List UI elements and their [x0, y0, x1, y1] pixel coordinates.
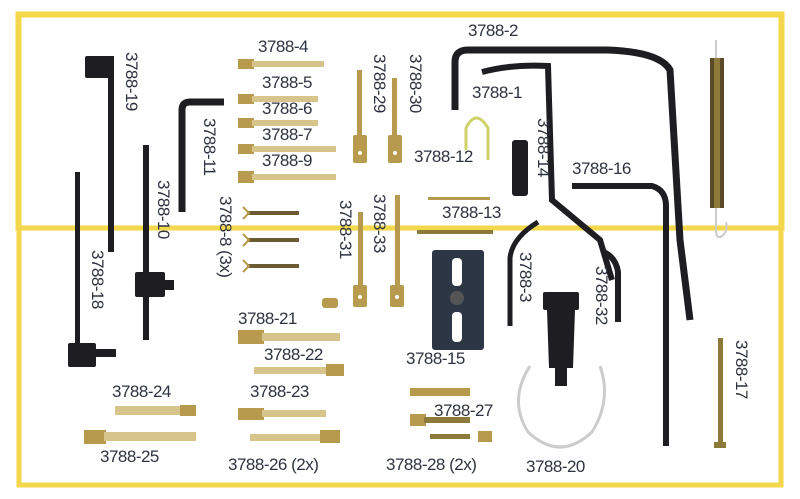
label-3788-21: 3788-21: [238, 309, 297, 328]
part-19-head: [85, 56, 111, 78]
label-3788-3: 3788-3: [516, 252, 535, 302]
part-18-shaft: [75, 172, 80, 356]
part-1-rod: [481, 62, 615, 281]
part-14: [512, 140, 528, 196]
part-32-rod: [602, 249, 621, 322]
label-3788-2: 3788-2: [468, 21, 518, 40]
part-18-block: [68, 343, 96, 367]
label-3788-12: 3788-12: [414, 147, 473, 166]
label-3788-8: 3788-8 (3x): [216, 196, 235, 278]
brass-pins-4-9: [238, 59, 336, 183]
spring-top-right: [710, 40, 728, 239]
part-11-hexkey: [178, 98, 224, 212]
label-3788-4: 3788-4: [258, 37, 308, 56]
part-16-rod: [572, 183, 669, 446]
label-3788-29: 3788-29: [370, 54, 389, 113]
label-3788-9: 3788-9: [262, 151, 312, 170]
label-3788-25: 3788-25: [100, 447, 159, 466]
label-3788-28: 3788-28 (2x): [386, 455, 477, 474]
label-3788-6: 3788-6: [262, 99, 312, 118]
part-10-block: [135, 272, 165, 297]
label-3788-14: 3788-14: [534, 118, 553, 177]
part-15-plate: [432, 250, 484, 350]
brass-pins-27-28: [410, 388, 492, 442]
label-3788-15: 3788-15: [406, 349, 465, 368]
label-3788-23: 3788-23: [250, 382, 309, 401]
pins-31-33: [353, 195, 404, 307]
label-3788-1: 3788-1: [472, 83, 522, 102]
label-3788-5: 3788-5: [262, 73, 312, 92]
label-3788-16: 3788-16: [572, 159, 631, 178]
label-3788-20: 3788-20: [526, 457, 585, 476]
label-3788-33: 3788-33: [370, 194, 389, 253]
label-3788-27: 3788-27: [434, 401, 493, 420]
part-13-pin-b: [417, 230, 493, 234]
yellow-frame: [16, 12, 784, 488]
part-19-shaft: [108, 56, 114, 252]
label-3788-32: 3788-32: [592, 266, 611, 325]
label-3788-7: 3788-7: [262, 125, 312, 144]
label-3788-30: 3788-30: [406, 54, 425, 113]
part-3-rod: [507, 219, 540, 326]
label-3788-10: 3788-10: [154, 180, 173, 239]
label-3788-31: 3788-31: [336, 200, 355, 259]
label-3788-19: 3788-19: [122, 52, 141, 111]
part-17-screw: [714, 338, 726, 448]
brass-pins-21-26: [84, 298, 344, 444]
pins-8: [242, 206, 299, 273]
label-3788-17: 3788-17: [732, 340, 751, 399]
label-3788-22: 3788-22: [264, 345, 323, 364]
pins-29-30: [353, 70, 402, 163]
part-32-adapter: [543, 292, 579, 386]
part-12-clip: [464, 116, 490, 160]
part-10-shaft: [143, 145, 149, 340]
label-3788-13: 3788-13: [442, 203, 501, 222]
part-13-pin-a: [428, 197, 490, 200]
label-3788-24: 3788-24: [112, 382, 171, 401]
label-3788-18: 3788-18: [88, 250, 107, 309]
label-3788-26: 3788-26 (2x): [228, 455, 319, 474]
part-2-rod: [451, 46, 694, 321]
label-3788-11: 3788-11: [200, 118, 219, 176]
part-20-ring: [517, 365, 606, 449]
